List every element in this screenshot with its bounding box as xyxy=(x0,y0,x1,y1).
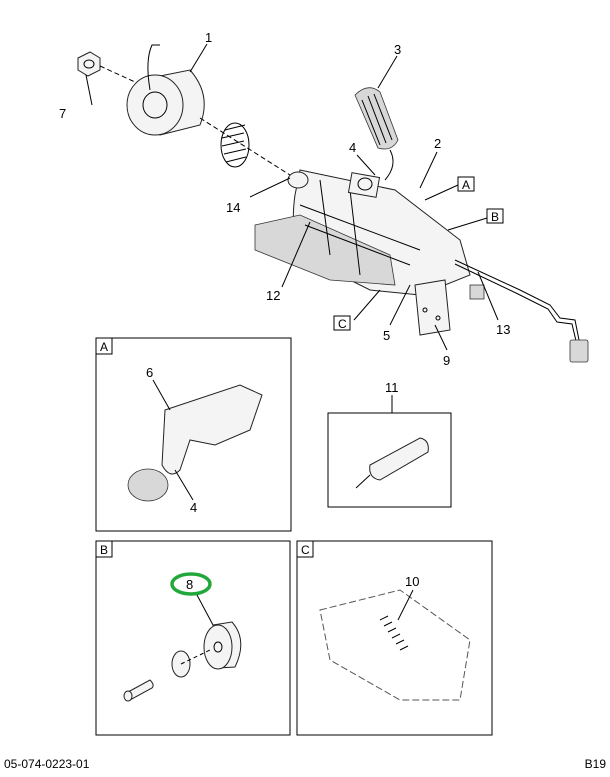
panel-c-label: C xyxy=(301,543,310,557)
bolt xyxy=(127,679,154,701)
callout-10: 10 xyxy=(405,574,419,589)
callout-8: 8 xyxy=(186,577,193,592)
lever-knob xyxy=(127,468,169,502)
callout-4: 4 xyxy=(349,140,356,155)
callout-12: 12 xyxy=(266,288,280,303)
page-number: B19 xyxy=(584,757,606,771)
grease-tube xyxy=(369,437,429,481)
detail-panel-b: B 8 xyxy=(95,540,291,736)
spring-part xyxy=(220,122,250,168)
spring-part-10 xyxy=(379,615,409,651)
callout-9: 9 xyxy=(443,353,450,368)
panel-a-label: A xyxy=(100,340,108,354)
callout-1: 1 xyxy=(205,30,212,45)
ref-box-b xyxy=(486,208,504,224)
callout-14: 14 xyxy=(226,200,240,215)
ref-c-label: C xyxy=(338,317,347,331)
column-housing xyxy=(254,169,471,296)
ref-box-a xyxy=(457,176,475,192)
bracket-part-9 xyxy=(414,279,451,336)
clockspring-part-1 xyxy=(126,44,205,136)
lever-part-3 xyxy=(354,87,399,181)
callout-4-detail: 4 xyxy=(190,500,197,515)
callout-6: 6 xyxy=(146,365,153,380)
callout-2: 2 xyxy=(434,136,441,151)
highlight-circle xyxy=(170,572,212,596)
connector xyxy=(569,339,589,363)
switch xyxy=(469,284,485,300)
callout-7: 7 xyxy=(59,106,66,121)
panel-b-label: B xyxy=(100,543,108,557)
ref-a-label: A xyxy=(462,178,470,192)
drawing-number: 05-074-0223-01 xyxy=(4,757,90,771)
detail-panel-a: A 6 4 xyxy=(95,337,292,532)
callout-11: 11 xyxy=(385,380,399,395)
detail-panel-c: C 10 xyxy=(296,540,493,736)
callout-3: 3 xyxy=(394,42,401,57)
callout-5: 5 xyxy=(383,328,390,343)
ref-box-c xyxy=(333,315,351,331)
main-assembly: 1 2 3 4 5 7 9 12 13 14 A B C xyxy=(59,30,589,368)
detail-box-11: 11 xyxy=(327,380,452,508)
turn-signal-switch xyxy=(161,384,263,475)
ref-b-label: B xyxy=(491,210,499,224)
wiring-harness xyxy=(454,259,589,363)
nut-part-7 xyxy=(77,51,101,77)
callout-13: 13 xyxy=(496,322,510,337)
